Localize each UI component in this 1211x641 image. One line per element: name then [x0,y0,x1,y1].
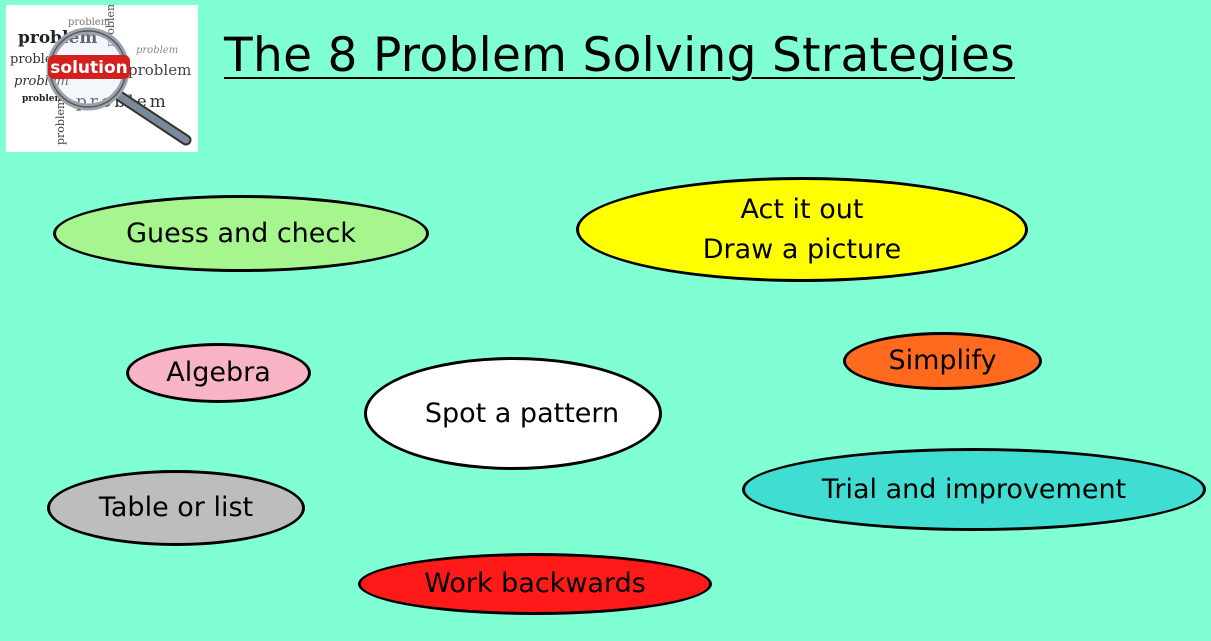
logo-word: problem [128,61,191,79]
strategy-guess-and-check: Guess and check [53,195,429,272]
strategy-label: Work backwards [424,568,646,600]
strategy-simplify: Simplify [843,332,1042,390]
strategy-label: Draw a picture [702,233,902,265]
logo-word: problem [54,98,67,145]
strategy-label: Spot a pattern [424,397,620,429]
strategy-act-it-out: Act it out Draw a picture [576,177,1028,282]
strategy-algebra: Algebra [126,343,311,403]
strategy-label: Table or list [98,492,254,524]
strategy-table-or-list: Table or list [47,470,305,546]
problem-solution-logo: problem problem problem problem problem … [6,5,198,152]
strategy-label: Trial and improvement [821,473,1127,505]
logo-word: problem [22,94,64,104]
magnifying-glass-icon: problem problem problem problem problem … [10,5,192,146]
logo-word: problem [68,17,111,28]
logo-solution-word: solution [50,58,127,78]
strategy-label: Guess and check [126,217,356,249]
strategy-work-backwards: Work backwards [358,553,712,615]
strategy-label: Algebra [166,357,271,389]
page-title: The 8 Problem Solving Strategies [224,28,1015,83]
strategy-label: Simplify [888,345,997,377]
strategy-label: Act it out [740,194,864,226]
logo-word: problem [136,45,178,56]
strategy-spot-a-pattern: Spot a pattern [364,357,662,470]
strategy-trial-and-improvement: Trial and improvement [742,448,1206,531]
